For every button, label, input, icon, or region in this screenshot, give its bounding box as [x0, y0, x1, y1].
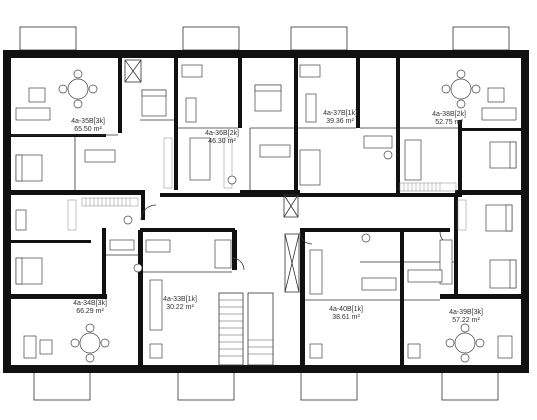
apartment-area: 66.29 m² [76, 308, 104, 315]
apartment-labels: 4a-35B[3k] 65.50 m² 4a-36B[2k] 46.30 m² … [71, 110, 483, 324]
apartment-name: 4a-33B[1k] [163, 296, 197, 303]
apartment-name: 4a-35B[3k] [71, 118, 105, 125]
beds [15, 84, 517, 289]
bathrooms [84, 135, 443, 291]
apartment-area: 39.36 m² [326, 118, 354, 125]
apartment-4a-33[interactable]: 4a-33B[1k] 30.22 m² [163, 296, 197, 311]
apartment-area: 65.50 m² [74, 126, 102, 133]
apartment-4a-35[interactable]: 4a-35B[3k] 65.50 m² [71, 118, 105, 133]
closets [67, 137, 467, 231]
apartment-name: 4a-38B[2k] [432, 111, 466, 118]
staircase [218, 233, 300, 366]
apartment-4a-39[interactable]: 4a-39B[3k] 57.22 m² [449, 309, 483, 324]
apartment-4a-36[interactable]: 4a-36B[2k] 46.30 m² [205, 130, 239, 145]
apartment-area: 57.22 m² [452, 317, 480, 324]
apartment-name: 4a-37B[1k] [323, 110, 357, 117]
apartment-name: 4a-39B[3k] [449, 309, 483, 316]
interior-walls [11, 58, 521, 365]
apartment-4a-34[interactable]: 4a-34B[3k] 66.29 m² [73, 300, 107, 315]
shafts [124, 59, 299, 218]
apartment-area: 52.75 m² [435, 119, 463, 126]
dining-tables [58, 69, 485, 363]
sofas [15, 64, 517, 359]
apartment-area: 30.22 m² [166, 304, 194, 311]
outer-walls [3, 50, 529, 373]
apartment-4a-38[interactable]: 4a-38B[2k] 52.75 m² [432, 111, 466, 126]
apartment-area: 38.61 m² [332, 314, 360, 321]
apartment-name: 4a-34B[3k] [73, 300, 107, 307]
apartment-name: 4a-36B[2k] [205, 130, 239, 137]
apartment-4a-40[interactable]: 4a-40B[1k] 38.61 m² [329, 306, 363, 321]
kitchens [15, 137, 453, 331]
apartment-area: 46.30 m² [208, 138, 236, 145]
apartment-name: 4a-40B[1k] [329, 306, 363, 313]
apartment-4a-37[interactable]: 4a-37B[1k] 39.36 m² [323, 110, 357, 125]
